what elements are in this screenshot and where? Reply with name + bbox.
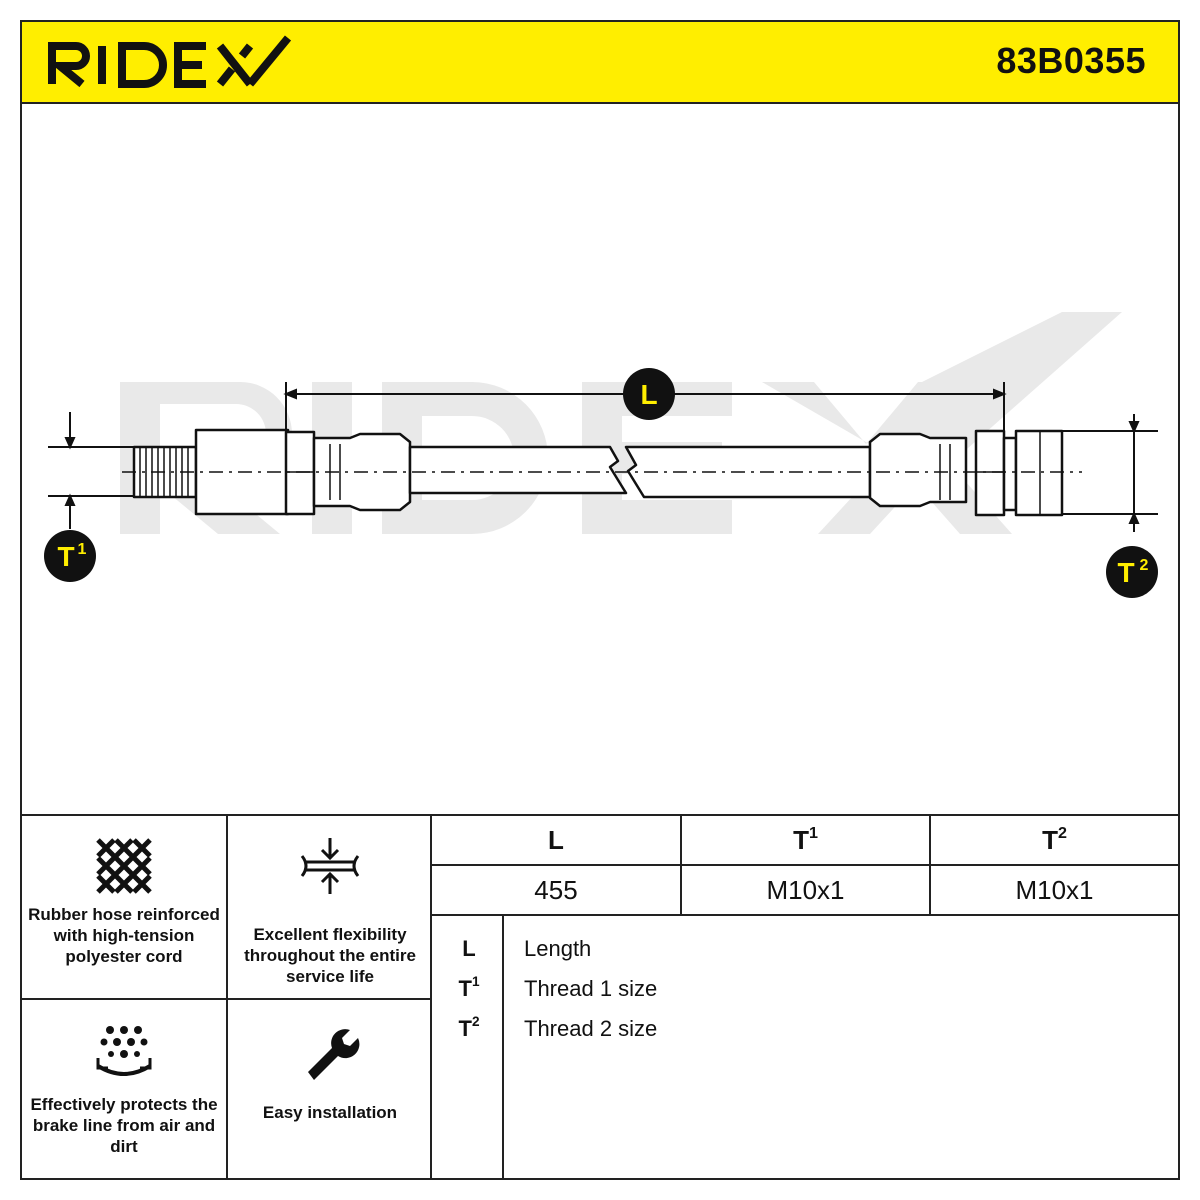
legend-desc-thread1: Thread 1 size: [524, 976, 658, 1001]
thread1-label-badge: T 1: [44, 530, 96, 582]
spec-value-length: 455: [534, 875, 578, 905]
part-number: 83B0355: [996, 40, 1146, 81]
divider: [502, 914, 504, 1180]
ridex-logo: [46, 32, 296, 94]
feature-protection: Effectively protects the brake line from…: [22, 1000, 226, 1180]
hose-drawing: L T 1 T 2: [22, 104, 1178, 814]
crosshatch-mesh-icon: [96, 838, 152, 894]
legend-key-thread2: T2: [458, 1014, 480, 1041]
info-panel: Rubber hose reinforced with high-tension…: [22, 814, 1178, 1180]
compression-arrows-icon: [300, 838, 360, 894]
legend-key-thread1: T1: [458, 974, 480, 1001]
dust-shield-icon: [96, 1026, 152, 1076]
thread2-label-badge: T 2: [1106, 546, 1158, 598]
svg-text:L: L: [640, 379, 657, 410]
svg-text:2: 2: [1140, 557, 1149, 574]
svg-text:T: T: [1117, 557, 1134, 588]
header-bar: 83B0355: [22, 22, 1178, 104]
spec-header-thread2: T2: [1042, 823, 1067, 855]
length-label-badge: L: [623, 368, 675, 420]
spec-header-length: L: [548, 825, 564, 855]
svg-text:T: T: [57, 541, 74, 572]
divider: [430, 864, 1178, 866]
divider: [680, 816, 682, 916]
feature-reinforced-hose: Rubber hose reinforced with high-tension…: [22, 816, 226, 998]
legend-key-length: L: [462, 936, 476, 961]
legend-desc-thread2: Thread 2 size: [524, 1016, 658, 1041]
legend-desc-length: Length: [524, 936, 592, 961]
product-sheet: 83B0355: [20, 20, 1180, 1180]
divider: [22, 998, 430, 1000]
svg-text:1: 1: [78, 541, 87, 558]
feature-easy-install: Easy installation: [228, 1000, 432, 1180]
spec-header-thread1: T1: [793, 823, 818, 855]
spec-value-thread2: M10x1: [1015, 875, 1094, 905]
divider: [430, 914, 1178, 916]
divider: [929, 816, 931, 916]
divider: [430, 816, 432, 1180]
spec-value-thread1: M10x1: [766, 875, 845, 905]
wrench-icon: [308, 1029, 360, 1080]
feature-flexibility: Excellent flexibility throughout the ent…: [228, 816, 432, 998]
